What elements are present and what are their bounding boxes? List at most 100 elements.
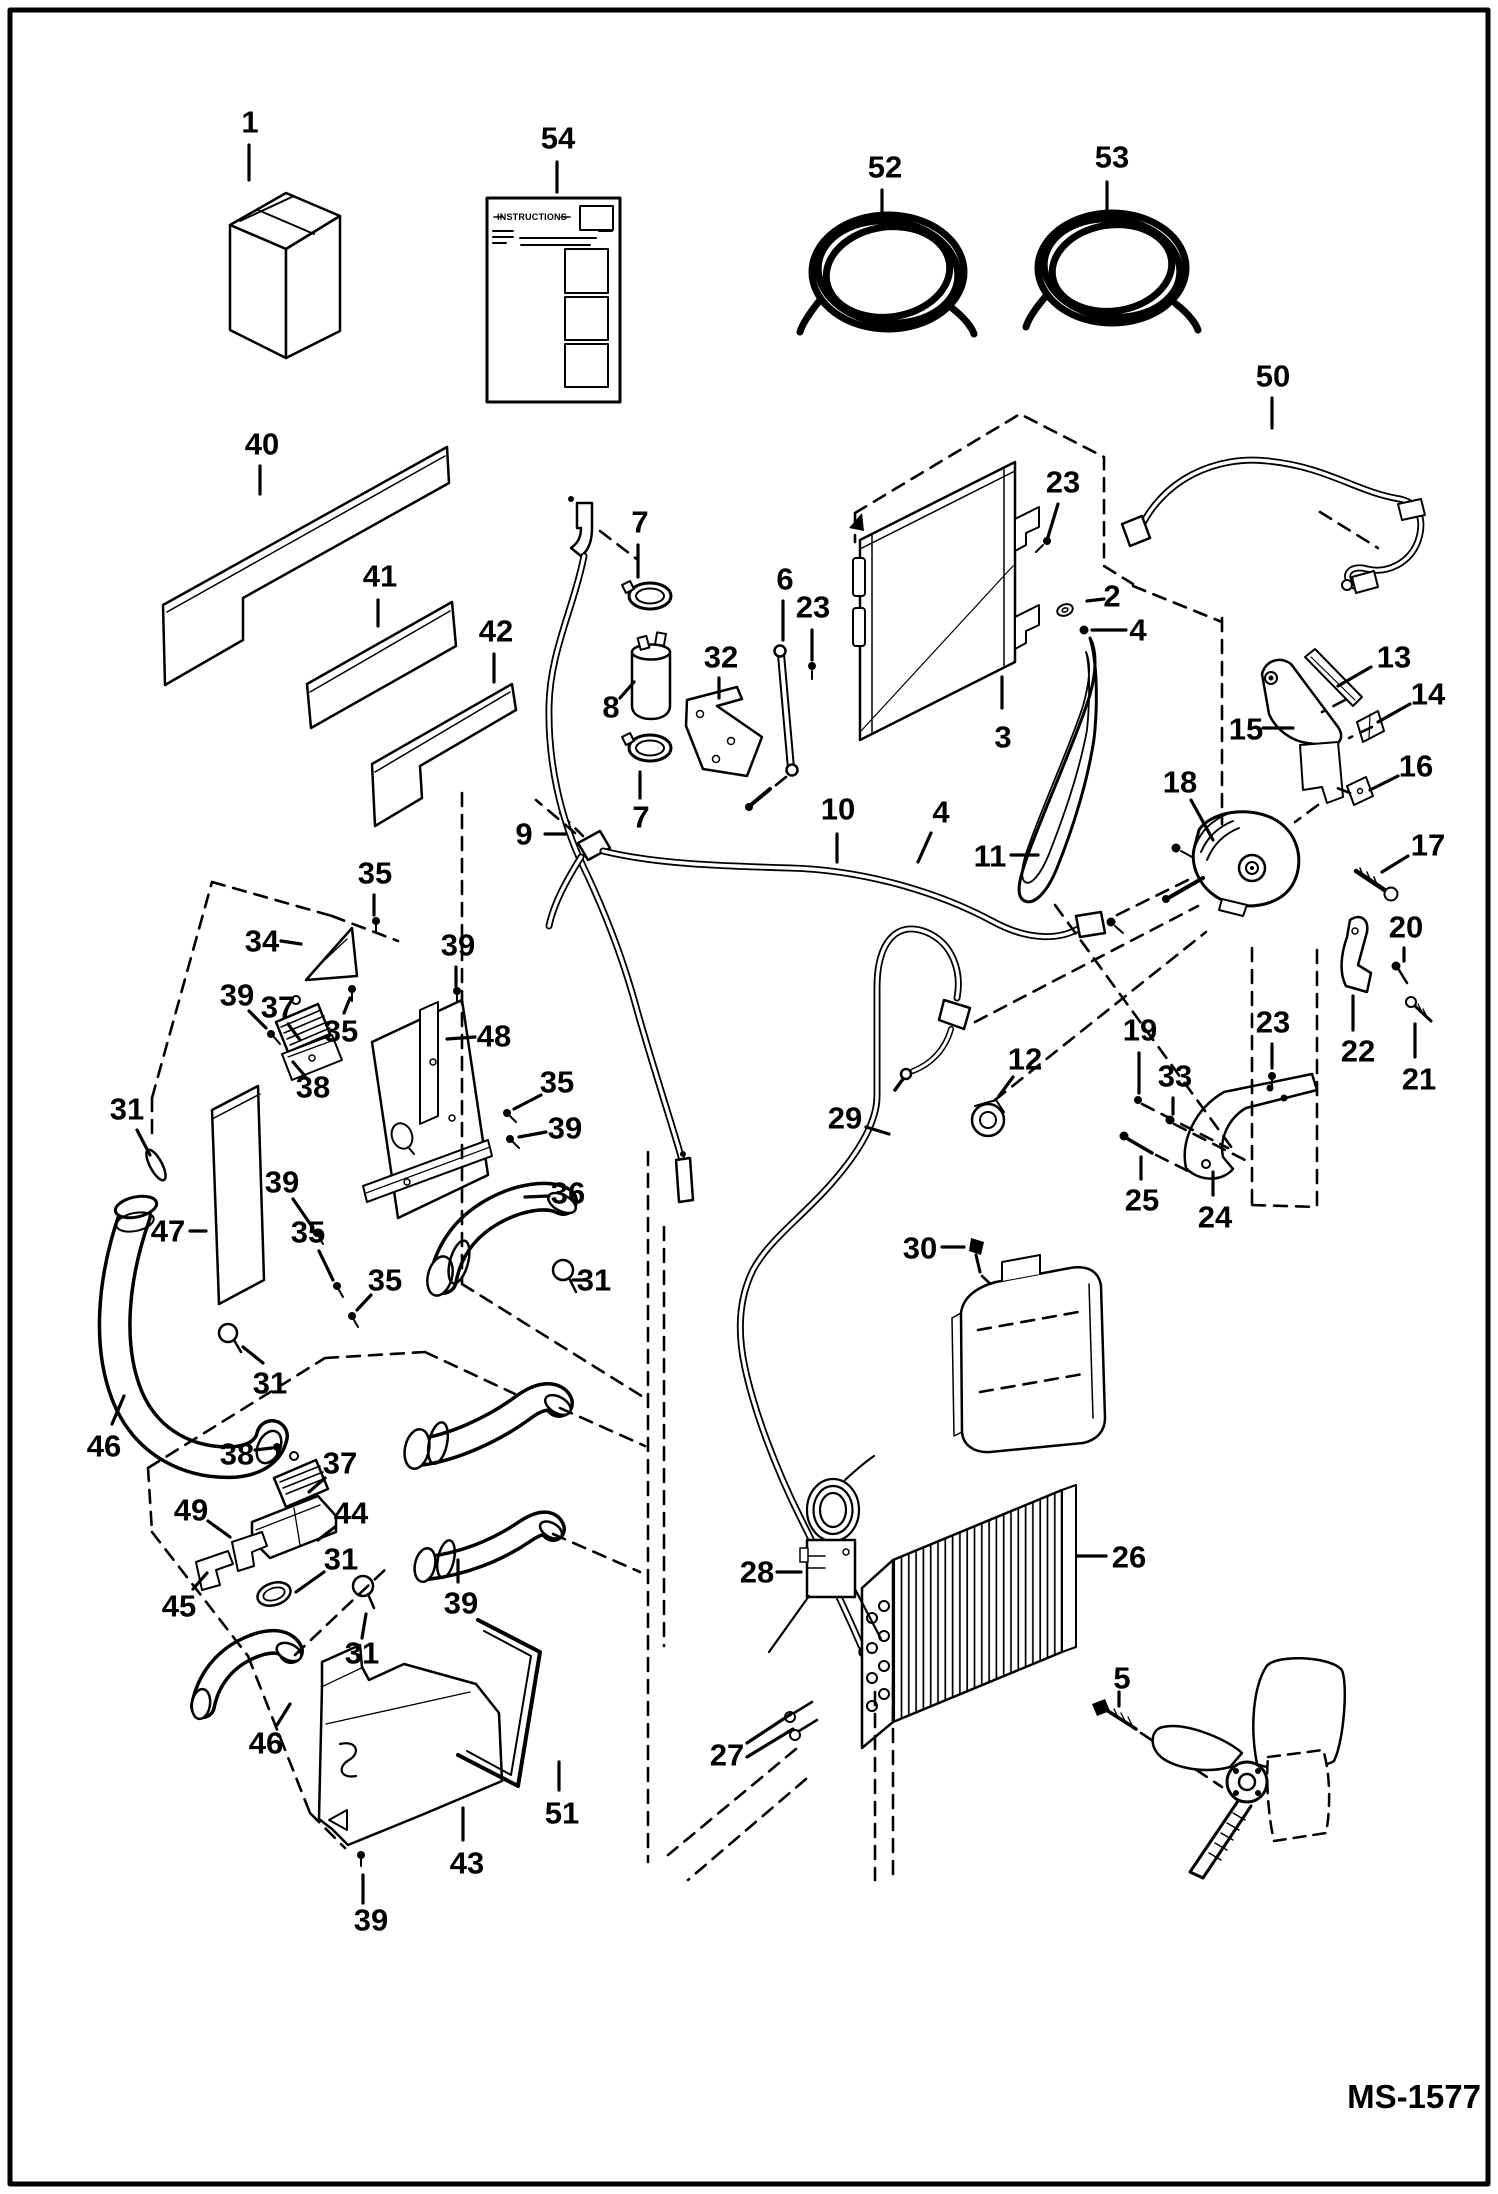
leader-line-27 xyxy=(745,1712,793,1745)
callout-46-56: 46 xyxy=(87,1429,121,1464)
part-seal-strips xyxy=(161,445,518,828)
callout-35-46: 35 xyxy=(324,1014,358,1049)
callout-19-32: 19 xyxy=(1123,1013,1157,1048)
callout-13-22: 13 xyxy=(1377,640,1411,675)
bracket-32 xyxy=(684,685,764,778)
valve-37-lower xyxy=(272,1451,330,1509)
leader-line-48 xyxy=(445,1035,477,1041)
callout-3-21: 3 xyxy=(994,720,1011,755)
callout-35-54: 35 xyxy=(368,1263,402,1298)
part-cover-group xyxy=(951,1238,1107,1454)
leader-line-18 xyxy=(1189,798,1215,842)
callout-31-55: 31 xyxy=(577,1263,611,1298)
callout-46-66: 46 xyxy=(249,1726,283,1761)
bolt-21-head xyxy=(1405,996,1417,1008)
leader-line-27 xyxy=(745,1727,795,1759)
leader-line-49 xyxy=(206,1519,232,1539)
callout-10-15: 10 xyxy=(821,792,855,827)
callout-23-31: 23 xyxy=(1256,1005,1290,1040)
callout-35-39: 35 xyxy=(358,856,392,891)
part-fan-group xyxy=(1092,1657,1346,1880)
leader-line-35 xyxy=(342,996,352,1015)
callout-8-12: 8 xyxy=(602,690,619,725)
part-compressor xyxy=(1162,616,1301,917)
callout-29-37: 29 xyxy=(828,1101,862,1136)
callout-36-52: 36 xyxy=(551,1176,585,1211)
clamp-31-low xyxy=(351,1574,376,1610)
screw-39-bottom xyxy=(357,1851,365,1859)
callout-31-63: 31 xyxy=(324,1542,358,1577)
clamp-31-b xyxy=(217,1322,243,1354)
leader-line-14 xyxy=(1376,702,1412,724)
leader-line-44 xyxy=(316,1525,337,1542)
part-clamp-12 xyxy=(970,1099,1006,1138)
callout-44-61: 44 xyxy=(334,1496,369,1531)
callout-43-67: 43 xyxy=(450,1846,484,1881)
callout-39-50: 39 xyxy=(265,1165,299,1200)
callout-54-1: 54 xyxy=(541,121,576,156)
callout-35-47: 35 xyxy=(540,1065,574,1100)
leader-line-35 xyxy=(355,1293,373,1312)
callout-14-23: 14 xyxy=(1411,677,1446,712)
callout-11-17: 11 xyxy=(974,839,1007,874)
callout-4-20: 4 xyxy=(1129,613,1147,648)
callout-39-44: 39 xyxy=(441,928,475,963)
callout-39-41: 39 xyxy=(220,978,254,1013)
leader-line-36 xyxy=(523,1194,551,1199)
callout-26-71: 26 xyxy=(1112,1540,1146,1575)
cover-43 xyxy=(317,1643,504,1847)
leader-line-12 xyxy=(997,1075,1015,1098)
callout-31-57: 31 xyxy=(253,1366,287,1401)
leader-line-29 xyxy=(864,1125,891,1136)
link-rod-6 xyxy=(745,644,799,811)
callout-4-16: 4 xyxy=(932,795,950,830)
callout-51-68: 51 xyxy=(545,1796,579,1831)
callout-34-40: 34 xyxy=(245,924,280,959)
part-tensioner-group xyxy=(1260,648,1399,902)
callout-31-49: 31 xyxy=(110,1092,144,1127)
screw-23-top xyxy=(1043,537,1051,545)
screw-25 xyxy=(1119,1131,1129,1141)
part-22 xyxy=(1340,915,1373,994)
clip-45 xyxy=(195,1550,234,1591)
callout-40-5: 40 xyxy=(245,427,279,462)
page-border xyxy=(7,7,1491,2187)
leader-line-39 xyxy=(247,1009,268,1030)
leader-line-46 xyxy=(275,1702,292,1727)
callout-42-7: 42 xyxy=(479,614,513,649)
callout-37-42: 37 xyxy=(261,990,295,1025)
leader-line-31 xyxy=(135,1128,152,1157)
valve-37-upper xyxy=(274,995,332,1054)
fitting-oring-2 xyxy=(1056,603,1074,617)
callout-28-70: 28 xyxy=(740,1555,774,1590)
part-hose-10 xyxy=(534,798,1196,937)
part-receiver-drier-group xyxy=(558,529,799,838)
callout-33-33: 33 xyxy=(1158,1059,1192,1094)
callout-37-59: 37 xyxy=(323,1446,357,1481)
instruction-sheet-title: INSTRUCTIONS xyxy=(497,212,567,222)
leader-line-23 xyxy=(1046,502,1060,539)
leader-line-38 xyxy=(253,1446,274,1452)
leader-line-35 xyxy=(512,1093,543,1111)
callout-7-8: 7 xyxy=(631,505,648,540)
callout-38-43: 38 xyxy=(296,1070,330,1105)
screws-27 xyxy=(784,1700,819,1741)
screw-30 xyxy=(969,1238,984,1255)
callout-30-38: 30 xyxy=(903,1231,937,1266)
part-evaporator xyxy=(666,1484,1077,1882)
clamp-31-mid xyxy=(256,1581,292,1607)
callout-24-35: 24 xyxy=(1198,1200,1233,1235)
callout-6-9: 6 xyxy=(776,562,793,597)
part-duct-group xyxy=(113,1148,647,1867)
screw-23-lower xyxy=(1268,1072,1276,1080)
callout-50-4: 50 xyxy=(1256,359,1290,394)
leader-line-46 xyxy=(110,1394,126,1426)
leader-line-37 xyxy=(286,1022,302,1042)
callout-38-58: 38 xyxy=(220,1437,254,1472)
leader-line-39 xyxy=(517,1130,548,1139)
seal-51 xyxy=(456,1618,542,1788)
callout-39-65: 39 xyxy=(444,1586,478,1621)
diagram-id-label: MS-1577 xyxy=(1347,2078,1481,2115)
callout-18-26: 18 xyxy=(1163,765,1197,800)
